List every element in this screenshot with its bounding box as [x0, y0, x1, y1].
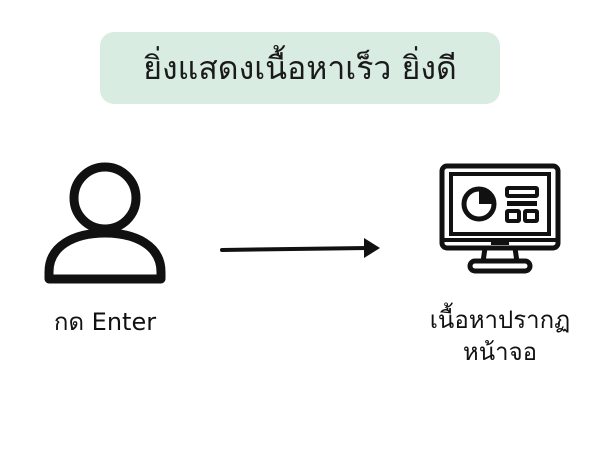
- list-block-left: [505, 209, 521, 223]
- pie-chart-slice: [479, 189, 494, 204]
- arrow-head: [364, 238, 380, 258]
- monitor-power-led: [491, 242, 509, 245]
- user-icon: [44, 162, 166, 284]
- screen-result-label-line-1: เนื้อหาปรากฏ: [429, 306, 571, 334]
- screen-result-label-line-2: หน้าจอ: [462, 338, 538, 367]
- diagram-title: ยิ่งแสดงเนื้อหาเร็ว ยิ่งดี: [143, 49, 457, 87]
- arrow-right-icon: [220, 238, 380, 258]
- screen-result-label: เนื้อหาปรากฏ หน้าจอ: [400, 304, 600, 369]
- monitor-base: [467, 258, 533, 274]
- arrow-shaft: [220, 246, 370, 252]
- user-action-label: กด Enter: [53, 308, 157, 336]
- title-banner: ยิ่งแสดงเนื้อหาเร็ว ยิ่งดี: [100, 32, 500, 104]
- user-icon-body: [44, 228, 166, 284]
- list-bar-top: [505, 186, 539, 198]
- user-icon-head: [69, 162, 141, 234]
- monitor-frame: [439, 163, 561, 251]
- monitor-screen: [449, 172, 551, 236]
- pie-chart-icon: [461, 186, 497, 222]
- monitor-dashboard-icon: [439, 163, 561, 274]
- list-bars-icon: [505, 186, 539, 223]
- list-bar-middle: [507, 201, 537, 206]
- list-block-right: [523, 209, 539, 223]
